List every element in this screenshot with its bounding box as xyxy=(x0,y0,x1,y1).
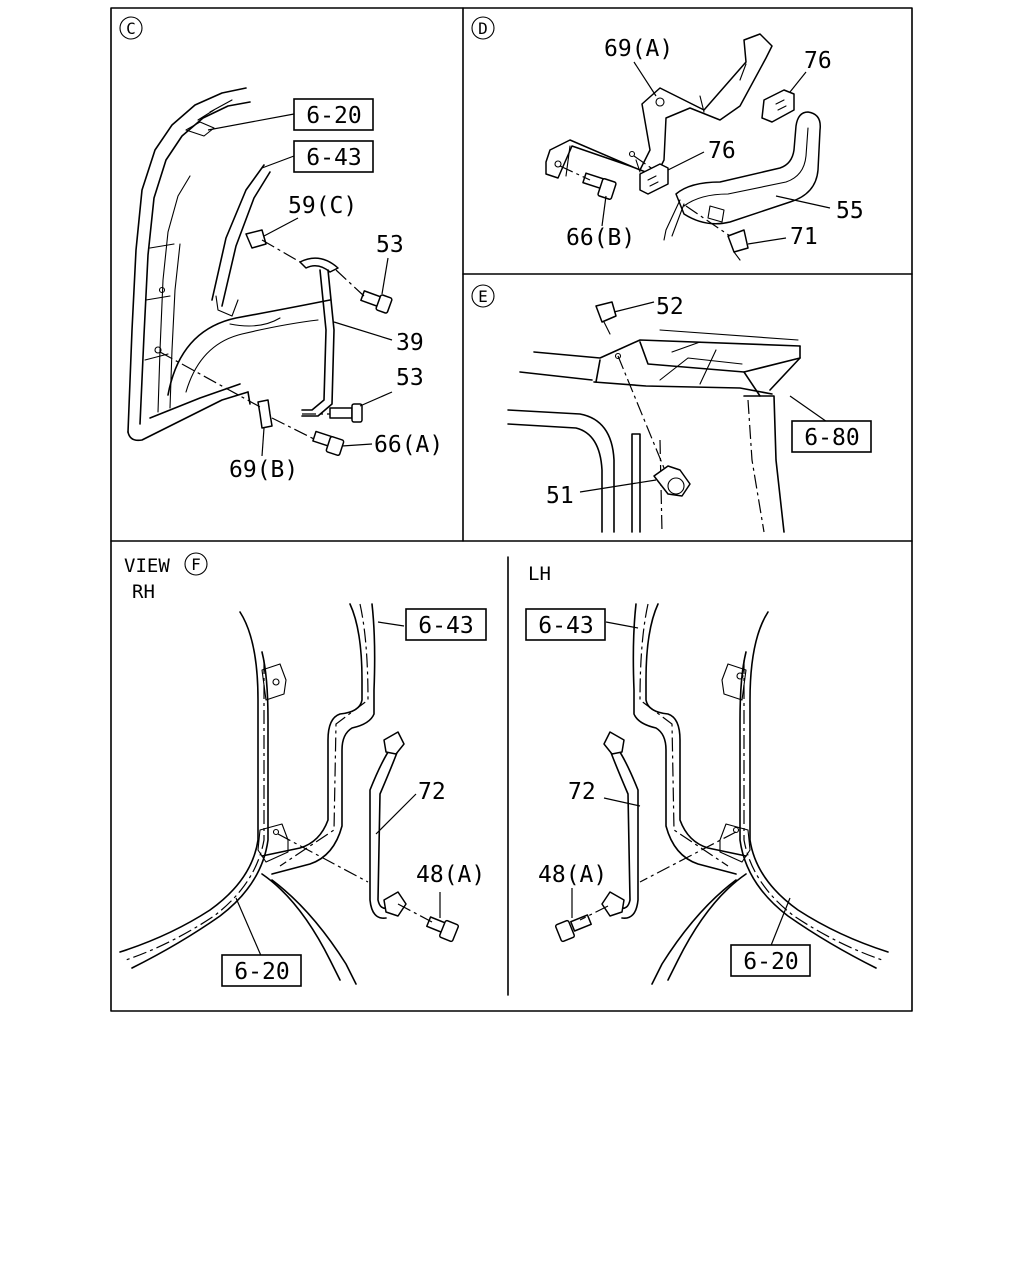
label-39: 39 xyxy=(396,330,424,356)
svg-text:6-43: 6-43 xyxy=(306,145,361,171)
rh-bracket-72 xyxy=(369,731,407,919)
pad-76-lower xyxy=(639,163,669,195)
ref-box-6-20-rh: 6-20 xyxy=(221,954,302,987)
label-53-upper: 53 xyxy=(376,232,404,258)
ref-box-6-20-c: 6-20 xyxy=(293,98,374,131)
svg-text:6-20: 6-20 xyxy=(743,949,798,975)
svg-text:6-43: 6-43 xyxy=(538,613,593,639)
ref-box-6-20-lh: 6-20 xyxy=(730,944,811,977)
bolt-66a xyxy=(312,430,345,457)
bolt-53-upper xyxy=(360,290,393,314)
label-52: 52 xyxy=(656,294,684,320)
screw-71 xyxy=(727,229,749,261)
label-69a: 69(A) xyxy=(604,36,673,62)
pad-76-upper xyxy=(761,89,795,123)
svg-text:6-43: 6-43 xyxy=(418,613,473,639)
label-71: 71 xyxy=(790,224,818,250)
label-76-lower: 76 xyxy=(708,138,736,164)
rh-bolt-48a xyxy=(426,916,460,943)
lh-bracket-72 xyxy=(601,731,639,919)
bracket-39 xyxy=(299,257,339,417)
svg-text:C: C xyxy=(126,19,136,38)
label-51: 51 xyxy=(546,483,574,509)
ref-box-6-43-rh: 6-43 xyxy=(405,608,487,641)
svg-text:D: D xyxy=(478,19,488,38)
lh-bolt-48a xyxy=(554,914,592,943)
lh-pillar-drawing xyxy=(632,603,889,985)
ref-box-6-80: 6-80 xyxy=(791,420,872,453)
side-label-rh: RH xyxy=(132,581,155,603)
label-66b: 66(B) xyxy=(566,225,635,251)
screw-52 xyxy=(595,301,617,335)
panel-f: VIEW F RH LH xyxy=(119,552,889,987)
svg-text:F: F xyxy=(191,555,201,574)
label-59c: 59(C) xyxy=(288,193,357,219)
svg-text:6-20: 6-20 xyxy=(234,959,289,985)
view-label: VIEW xyxy=(124,555,170,577)
ref-box-6-43-c: 6-43 xyxy=(293,140,374,173)
rh-pillar-drawing xyxy=(119,603,376,985)
cab-pillar-drawing xyxy=(127,87,331,442)
clip-69b xyxy=(257,399,273,429)
label-69b: 69(B) xyxy=(229,457,298,483)
label-53-lower: 53 xyxy=(396,365,424,391)
label-48a-lh: 48(A) xyxy=(538,862,607,888)
assist-grip-55 xyxy=(663,111,821,241)
label-66a: 66(A) xyxy=(374,432,443,458)
ref-box-6-43-lh: 6-43 xyxy=(525,608,606,641)
label-72-lh: 72 xyxy=(568,779,596,805)
panel-e: E xyxy=(471,284,872,533)
side-label-lh: LH xyxy=(528,563,551,585)
panel-d-marker: D xyxy=(471,16,495,40)
roof-corner-drawing xyxy=(507,329,801,533)
label-72-rh: 72 xyxy=(418,779,446,805)
svg-text:6-20: 6-20 xyxy=(306,103,361,129)
svg-text:E: E xyxy=(478,287,488,306)
label-76-upper: 76 xyxy=(804,48,832,74)
diagram-frame xyxy=(110,7,913,1012)
panel-c-marker: C xyxy=(119,16,143,40)
bracket-69a xyxy=(545,33,773,179)
panel-d: D xyxy=(471,16,864,261)
label-55: 55 xyxy=(836,198,864,224)
svg-text:6-80: 6-80 xyxy=(804,425,859,451)
panel-c: C xyxy=(119,16,443,483)
label-48a-rh: 48(A) xyxy=(416,862,485,888)
clip-59c xyxy=(245,229,267,249)
clip-51 xyxy=(653,465,691,497)
panel-e-marker: E xyxy=(471,284,495,308)
bolt-53-lower xyxy=(329,403,363,423)
panel-f-marker: F xyxy=(184,552,208,576)
bolt-66b xyxy=(582,172,617,200)
